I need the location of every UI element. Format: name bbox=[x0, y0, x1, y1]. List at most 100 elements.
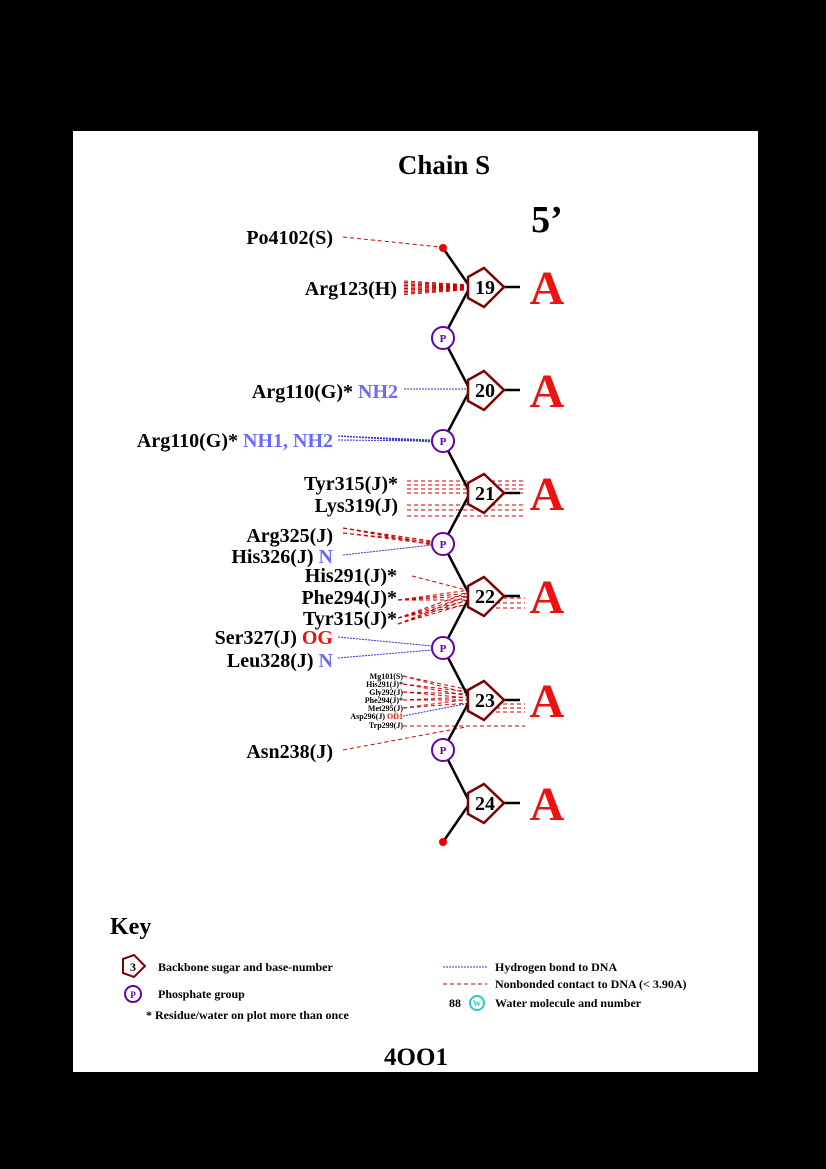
residue-name: Po4102(S) bbox=[246, 227, 333, 249]
nucleotide-number: 20 bbox=[475, 380, 495, 402]
nonbonded-line bbox=[397, 602, 471, 625]
residue-label-his291_a: His291(J)* bbox=[305, 565, 397, 587]
sugar-20 bbox=[466, 369, 506, 412]
residue-name: Arg325(J) bbox=[246, 525, 333, 547]
sugar-19 bbox=[466, 266, 506, 309]
key-nonbonded-text: Nonbonded contact to DNA (< 3.90A) bbox=[495, 977, 687, 991]
residue-name: Arg123(H) bbox=[305, 278, 397, 300]
sugar-22 bbox=[466, 575, 506, 618]
hbond-line bbox=[337, 649, 433, 659]
nonbonded-line bbox=[397, 598, 471, 625]
residue-label-asp296: Asp296(J) OD1 bbox=[350, 712, 403, 721]
residue-name: Asp296(J) bbox=[350, 712, 385, 721]
terminal-dot-5prime bbox=[439, 244, 447, 252]
terminal-dot-3prime bbox=[439, 838, 447, 846]
nonbonded-line bbox=[397, 595, 471, 619]
nucleotide-number: 21 bbox=[475, 483, 495, 505]
residue-label-arg110_b: Arg110(G)* NH1, NH2 bbox=[137, 430, 333, 452]
key-water-text: Water molecule and number bbox=[495, 996, 642, 1010]
key-hbond-text: Hydrogen bond to DNA bbox=[495, 960, 617, 974]
nonbonded-line bbox=[397, 589, 471, 601]
contact-lines bbox=[337, 236, 525, 751]
key-water-letter: W bbox=[473, 999, 481, 1008]
residue-label-leu328: Leu328(J) N bbox=[227, 650, 334, 672]
hbond-line bbox=[402, 702, 471, 717]
residue-name: Arg110(G)* bbox=[252, 381, 353, 403]
phosphate-letter: P bbox=[440, 539, 447, 551]
nonbonded-line bbox=[411, 575, 467, 591]
key-phosphate-letter: P bbox=[130, 990, 136, 1000]
nucleotide-number: 24 bbox=[475, 793, 495, 815]
key-sugar-number: 3 bbox=[130, 960, 136, 974]
residue-labels: Po4102(S)Arg123(H)Arg110(G)* NH2Arg110(G… bbox=[137, 227, 403, 763]
nucleotide-number: 23 bbox=[475, 690, 495, 712]
residue-name: Met295(J) bbox=[368, 704, 403, 713]
nonbonded-line bbox=[397, 592, 471, 601]
phosphate-letter: P bbox=[440, 643, 447, 655]
nonbonded-line bbox=[397, 594, 471, 625]
nonbonded-line bbox=[402, 683, 471, 693]
nucleotide-number: 22 bbox=[475, 586, 495, 608]
key-water-number: 88 bbox=[449, 996, 461, 1010]
base-letter: A bbox=[530, 778, 565, 831]
hbond-line bbox=[337, 439, 433, 442]
residue-label-tyr315_a: Tyr315(J)* bbox=[304, 473, 398, 495]
residue-name: Tyr315(J)* bbox=[303, 608, 397, 630]
residue-label-his326: His326(J) N bbox=[231, 546, 333, 568]
residue-label-trp299: Trp299(J) bbox=[369, 721, 403, 730]
residue-label-his291_b: His291(J)* bbox=[366, 680, 403, 689]
nonbonded-line bbox=[342, 527, 433, 544]
residue-name: Asn238(J) bbox=[246, 741, 333, 763]
base-letter: A bbox=[530, 675, 565, 728]
key-sugar-text: Backbone sugar and base-number bbox=[158, 960, 333, 974]
hbond-line bbox=[342, 544, 433, 556]
residue-name: His326(J) bbox=[231, 546, 313, 568]
phosphate-icon bbox=[431, 738, 455, 762]
residue-name: His291(J)* bbox=[305, 565, 397, 587]
residue-label-tyr315_b: Tyr315(J)* bbox=[303, 608, 397, 630]
nonbonded-line bbox=[402, 683, 471, 697]
residue-atom: NH2 bbox=[353, 381, 398, 403]
nonbonded-line bbox=[342, 532, 433, 545]
sugar-23 bbox=[466, 679, 506, 722]
base-letter: A bbox=[530, 571, 565, 624]
hbond-line bbox=[337, 435, 433, 441]
residue-atom: N bbox=[314, 546, 334, 568]
base-letter: A bbox=[530, 365, 565, 418]
residue-label-po4102: Po4102(S) bbox=[246, 227, 333, 249]
nonbonded-line bbox=[397, 595, 471, 601]
chain-title: Chain S bbox=[398, 150, 490, 180]
residue-name: Leu328(J) bbox=[227, 650, 314, 672]
pdb-id: 4OO1 bbox=[384, 1044, 448, 1071]
residue-label-lys319: Lys319(J) bbox=[315, 495, 398, 517]
nonbonded-line bbox=[342, 527, 433, 542]
nonbonded-line bbox=[402, 698, 471, 709]
nonbonded-line bbox=[402, 675, 471, 691]
residue-label-gly292: Gly292(J) bbox=[369, 688, 403, 697]
base-letter: A bbox=[530, 468, 565, 521]
sugar-24 bbox=[466, 782, 506, 825]
residue-name: His291(J)* bbox=[366, 680, 403, 689]
phosphate-icon bbox=[431, 429, 455, 453]
residue-name: Phe294(J)* bbox=[365, 696, 403, 705]
residue-atom: NH1, NH2 bbox=[238, 430, 333, 452]
residue-name: Tyr315(J)* bbox=[304, 473, 398, 495]
five-prime-label: 5’ bbox=[531, 199, 563, 241]
residue-label-arg110_a: Arg110(G)* NH2 bbox=[252, 381, 398, 403]
residue-label-phe294_b: Phe294(J)* bbox=[365, 696, 403, 705]
phosphate-letter: P bbox=[440, 436, 447, 448]
nonbonded-line bbox=[397, 591, 471, 619]
residue-label-arg325: Arg325(J) bbox=[246, 525, 333, 547]
residue-name: Gly292(J) bbox=[369, 688, 403, 697]
residue-label-asn238: Asn238(J) bbox=[246, 741, 333, 763]
residue-atom: N bbox=[314, 650, 334, 672]
residue-name: Ser327(J) bbox=[215, 627, 297, 649]
residue-name: Mg101(S) bbox=[370, 672, 404, 681]
key-phosphate-text: Phosphate group bbox=[158, 987, 245, 1001]
key-repeat-text: * Residue/water on plot more than once bbox=[146, 1008, 350, 1022]
key-phosphate-icon bbox=[124, 985, 142, 1003]
residue-name: Trp299(J) bbox=[369, 721, 403, 730]
sugar-21 bbox=[466, 472, 506, 515]
hbond-line bbox=[337, 435, 433, 442]
